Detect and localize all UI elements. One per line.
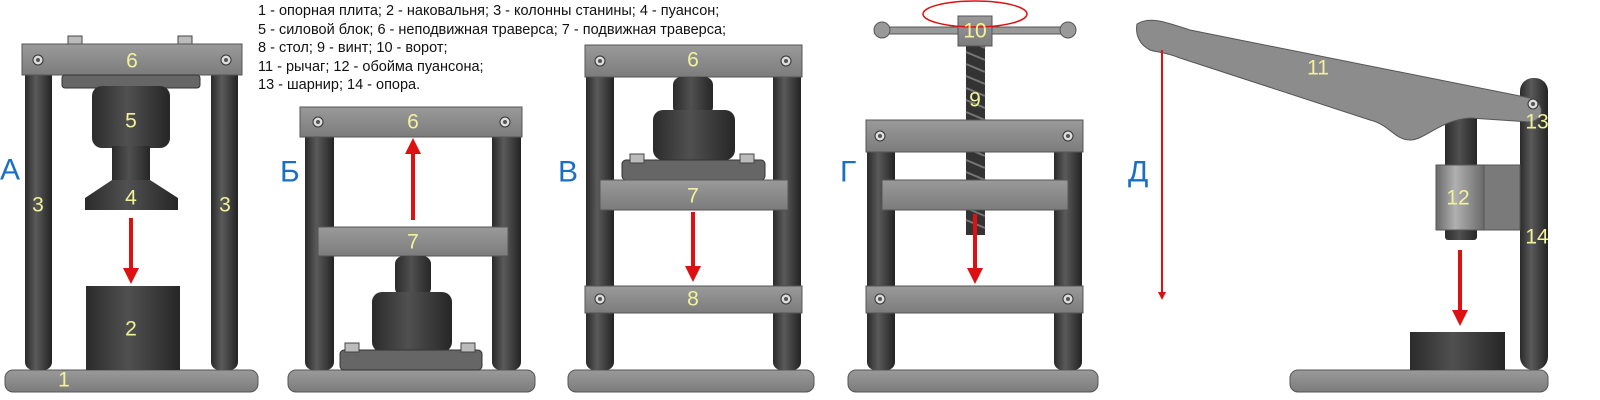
anvil bbox=[1410, 332, 1505, 370]
panel-letter: Г bbox=[840, 156, 856, 189]
panel-letter: А bbox=[0, 154, 20, 187]
moving-crossbar bbox=[881, 179, 1069, 211]
column bbox=[211, 65, 238, 370]
column bbox=[1054, 122, 1082, 370]
panel-letter: Б bbox=[280, 156, 300, 189]
label-2: 2 bbox=[125, 318, 137, 341]
press-b: Б 6 7 bbox=[280, 106, 536, 393]
power-block bbox=[653, 110, 735, 160]
label-3: 3 bbox=[219, 194, 231, 217]
base-plate bbox=[4, 369, 259, 393]
label-8: 8 bbox=[687, 288, 699, 311]
anvil bbox=[86, 286, 180, 370]
label-6: 6 bbox=[407, 111, 419, 134]
label-3: 3 bbox=[32, 194, 44, 217]
label-9: 9 bbox=[969, 89, 981, 112]
panel-letter: Д bbox=[1128, 156, 1148, 189]
table bbox=[865, 285, 1084, 314]
legend-line: 11 - рычаг; 12 - обойма пуансона; bbox=[258, 58, 484, 75]
press-d: Д 11 12 13 14 bbox=[1128, 19, 1549, 393]
label-6: 6 bbox=[687, 49, 699, 72]
label-10: 10 bbox=[963, 20, 986, 43]
punch bbox=[85, 180, 178, 210]
label-12: 12 bbox=[1446, 187, 1469, 210]
fixed-crossbar bbox=[584, 44, 803, 78]
support-column bbox=[1520, 78, 1548, 370]
crank-nut bbox=[957, 15, 993, 47]
legend: 1 - опорная плита; 2 - наковальня; 3 - к… bbox=[258, 2, 726, 95]
punch-holder bbox=[1435, 164, 1485, 231]
label-7: 7 bbox=[687, 185, 699, 208]
label-1: 1 bbox=[58, 369, 70, 392]
label-14: 14 bbox=[1525, 226, 1549, 249]
moving-crossbar bbox=[599, 179, 789, 211]
legend-line: 5 - силовой блок; 6 - неподвижная травер… bbox=[258, 21, 727, 38]
power-block bbox=[92, 86, 170, 148]
column bbox=[867, 122, 895, 370]
table bbox=[584, 285, 803, 314]
press-v: В 6 7 8 bbox=[558, 44, 815, 393]
label-4: 4 bbox=[125, 187, 137, 210]
legend-line: 13 - шарнир; 14 - опора. bbox=[258, 77, 421, 93]
fixed-crossbar bbox=[865, 119, 1084, 153]
press-a: А 1 2 3 3 4 5 6 bbox=[0, 35, 259, 393]
rotation-arrow-icon bbox=[922, 0, 1028, 28]
fixed-crossbar bbox=[299, 106, 523, 138]
fixed-crossbar bbox=[21, 43, 243, 76]
column bbox=[25, 65, 52, 370]
legend-line: 1 - опорная плита; 2 - наковальня; 3 - к… bbox=[258, 3, 720, 19]
moving-crossbar bbox=[317, 226, 509, 257]
label-7: 7 bbox=[407, 231, 419, 254]
label-5: 5 bbox=[125, 110, 137, 133]
legend-line: 8 - стол; 9 - винт; 10 - ворот; bbox=[258, 40, 448, 56]
label-11: 11 bbox=[1307, 57, 1329, 80]
punch-neck bbox=[112, 146, 150, 180]
label-13: 13 bbox=[1525, 111, 1548, 134]
panel-letter: В bbox=[558, 156, 578, 189]
label-6: 6 bbox=[126, 50, 138, 73]
press-g: Г 9 10 bbox=[840, 0, 1099, 393]
lever bbox=[1136, 19, 1542, 141]
power-block bbox=[372, 292, 452, 352]
